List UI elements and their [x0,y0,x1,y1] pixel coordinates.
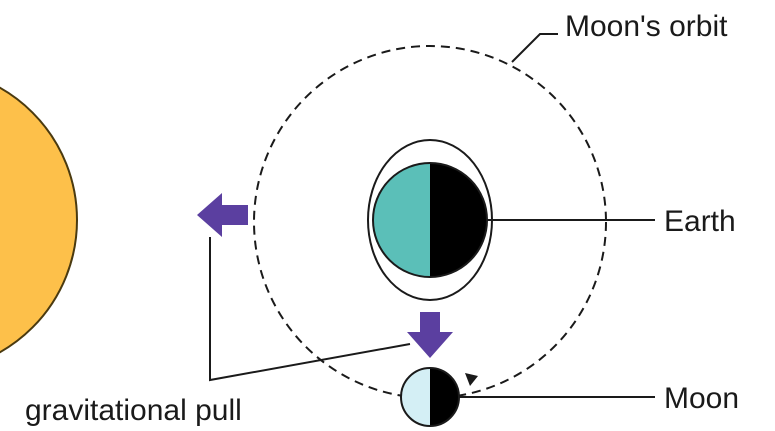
moon [400,367,460,427]
gravity-callout-bracket [209,237,411,382]
moon-dark-half [430,368,459,426]
orbit-callout-line [511,33,558,63]
earth-dark-half [430,163,487,277]
earth-label: Earth [664,205,736,238]
moon-lit-half [401,368,430,426]
orbit-direction-arrowhead [465,373,478,386]
earth-lit-half [373,163,430,277]
orbit-label: Moon's orbit [565,10,728,43]
earth [372,162,488,278]
earth-pull-arrow [407,312,453,358]
sun [0,86,78,354]
sun-pull-arrow [197,193,248,237]
gravity-label: gravitational pull [25,394,242,427]
moon-label: Moon [664,382,739,415]
